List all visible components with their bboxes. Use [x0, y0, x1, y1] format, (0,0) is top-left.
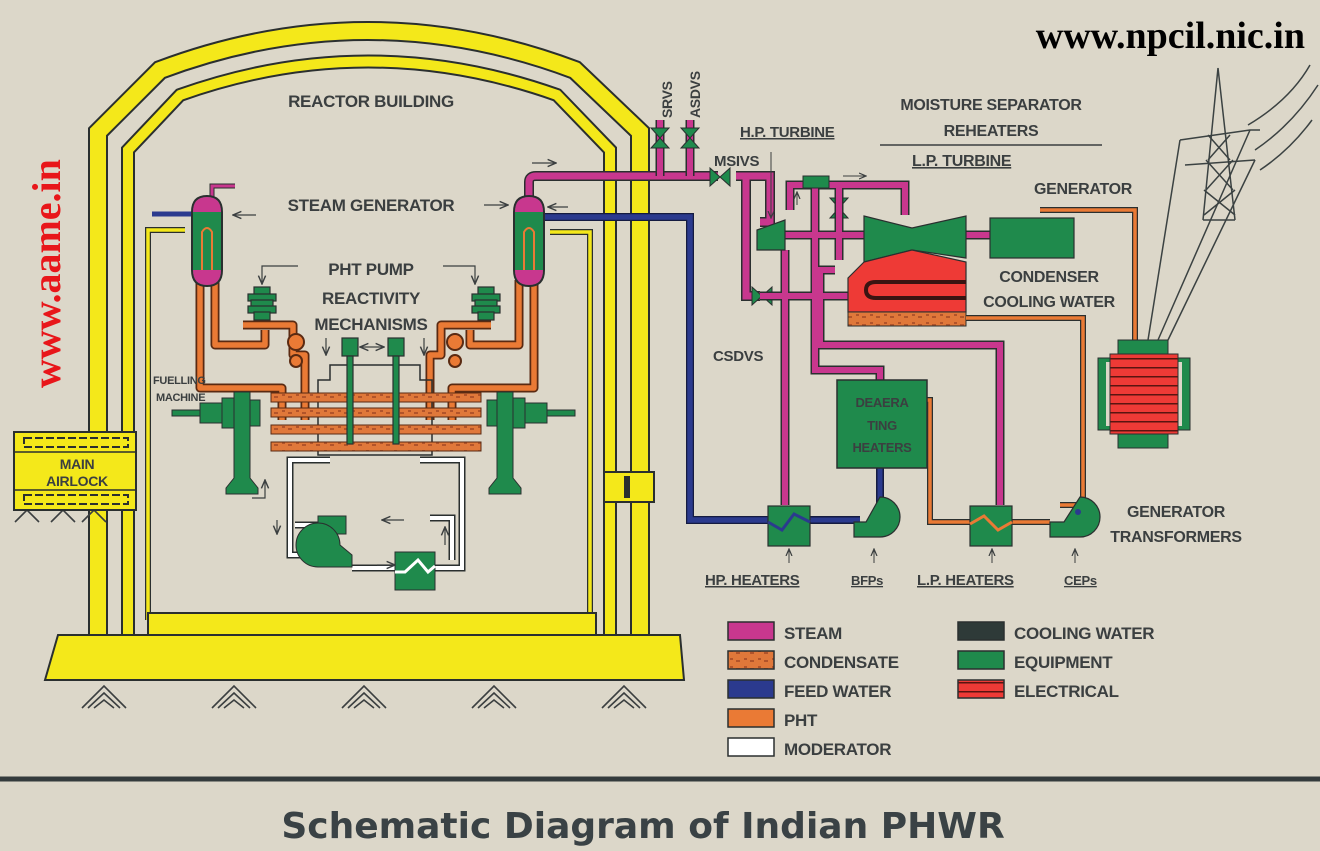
transmission-tower-icon [1147, 64, 1319, 341]
steam-generator-left [152, 183, 235, 288]
ceps-label: CEPs [1064, 573, 1097, 588]
generator-transformers-label-line1: GENERATOR [1127, 504, 1226, 521]
legend-item: COOLING WATER [957, 621, 1155, 643]
legend-item: ELECTRICAL [957, 679, 1119, 701]
legend-swatch-equipment [957, 650, 1005, 670]
hp-heater [767, 505, 811, 547]
legend-label: COOLING WATER [1014, 624, 1154, 643]
watermark-npcil: www.npcil.nic.in [1036, 15, 1305, 57]
legend-swatch-electrical [957, 679, 1005, 699]
calandria [270, 364, 482, 456]
main-airlock: MAIN AIRLOCK [13, 431, 137, 511]
msr-label-line2: REHEATERS [944, 123, 1039, 140]
msivs-label: MSIVS [714, 153, 759, 170]
condenser-label: CONDENSER [999, 269, 1099, 286]
srvs-label: SRVS [659, 81, 675, 118]
lp-heaters-label: L.P. HEATERS [917, 572, 1014, 589]
watermark-aame: www.aame.in [24, 159, 69, 388]
airlock-label-line1: MAIN [60, 456, 95, 472]
hp-turbine-label: H.P. TURBINE [740, 124, 835, 141]
pht-pump-left [247, 286, 277, 321]
steam-generator-label: STEAM GENERATOR [288, 196, 455, 215]
legend-swatch-pht [727, 708, 775, 728]
pht-pump-right [471, 286, 501, 321]
pht-pump-label: PHT PUMP [328, 260, 413, 279]
airlock-label-line2: AIRLOCK [46, 473, 108, 489]
legend-label: ELECTRICAL [1014, 682, 1119, 701]
legend-label: FEED WATER [784, 682, 891, 701]
legend-swatch-moderator [727, 737, 775, 757]
fuelling-label-line2: MACHINE [156, 392, 205, 404]
asdvs-valve-icon [679, 127, 701, 149]
deaerating-heater: DEAERA TING HEATERS [836, 379, 928, 469]
moisture-separator-reheater [802, 175, 830, 189]
hp-heaters-label: HP. HEATERS [705, 572, 800, 589]
generator-label: GENERATOR [1034, 181, 1133, 198]
deaerating-label-line3: HEATERS [852, 440, 912, 455]
fuelling-machine-left [171, 391, 261, 495]
condensate-extraction-pump [1049, 496, 1101, 538]
legend-item: STEAM [727, 621, 842, 643]
hp-turbine [756, 219, 786, 251]
legend: STEAM CONDENSATE FEED WATER PHT MODERATO… [727, 621, 1155, 759]
hb-arrows [771, 152, 1075, 563]
bfps-label: BFPs [851, 573, 883, 588]
reactivity-label-line2: MECHANISMS [314, 315, 427, 334]
srvs-valve-icon [649, 127, 671, 149]
legend-swatch-feed-water [727, 679, 775, 699]
condenser [847, 249, 967, 327]
legend-swatch-steam [727, 621, 775, 641]
legend-swatch-cooling-water [957, 621, 1005, 641]
reactor-building-label: REACTOR BUILDING [288, 92, 454, 111]
fuelling-label-line1: FUELLING [153, 375, 206, 387]
legend-item: EQUIPMENT [957, 650, 1114, 672]
fuelling-machine-right [486, 391, 576, 495]
moderator-circuit [286, 456, 466, 591]
deaerating-label-line1: DEAERA [855, 395, 909, 410]
reactor-building-containment [43, 21, 686, 681]
diagram-title: Schematic Diagram of Indian PHWR [281, 806, 1004, 847]
pht-piping [195, 280, 539, 420]
legend-swatch-condensate [727, 650, 775, 670]
generator-transformer [1097, 339, 1191, 449]
csdvs-label: CSDVS [713, 348, 763, 365]
generator-unit [989, 217, 1075, 259]
legend-item: CONDENSATE [727, 650, 899, 672]
legend-label: STEAM [784, 624, 842, 643]
asdvs-label: ASDVS [687, 71, 703, 118]
steam-generator-right [513, 171, 780, 524]
legend-label: MODERATOR [784, 740, 891, 759]
lp-turbine-label: L.P. TURBINE [912, 153, 1012, 170]
deaerating-label-line2: TING [867, 418, 897, 433]
legend-item: FEED WATER [727, 679, 892, 701]
reactivity-mechanisms [341, 337, 405, 445]
legend-item: MODERATOR [727, 737, 891, 759]
lp-heater [969, 505, 1013, 547]
legend-label: PHT [784, 711, 818, 730]
cooling-water-label: COOLING WATER [983, 294, 1116, 311]
reactivity-label-line1: REACTIVITY [322, 289, 421, 308]
msivs-valve-icon [709, 166, 731, 188]
legend-label: EQUIPMENT [1014, 653, 1113, 672]
boiler-feed-pump [853, 496, 901, 538]
emergency-airlock [603, 471, 655, 503]
legend-label: CONDENSATE [784, 653, 899, 672]
msr-label-line1: MOISTURE SEPARATOR [900, 97, 1082, 114]
flow-arrows [233, 163, 568, 565]
legend-item: PHT [727, 708, 818, 730]
generator-transformers-label-line2: TRANSFORMERS [1110, 529, 1242, 546]
